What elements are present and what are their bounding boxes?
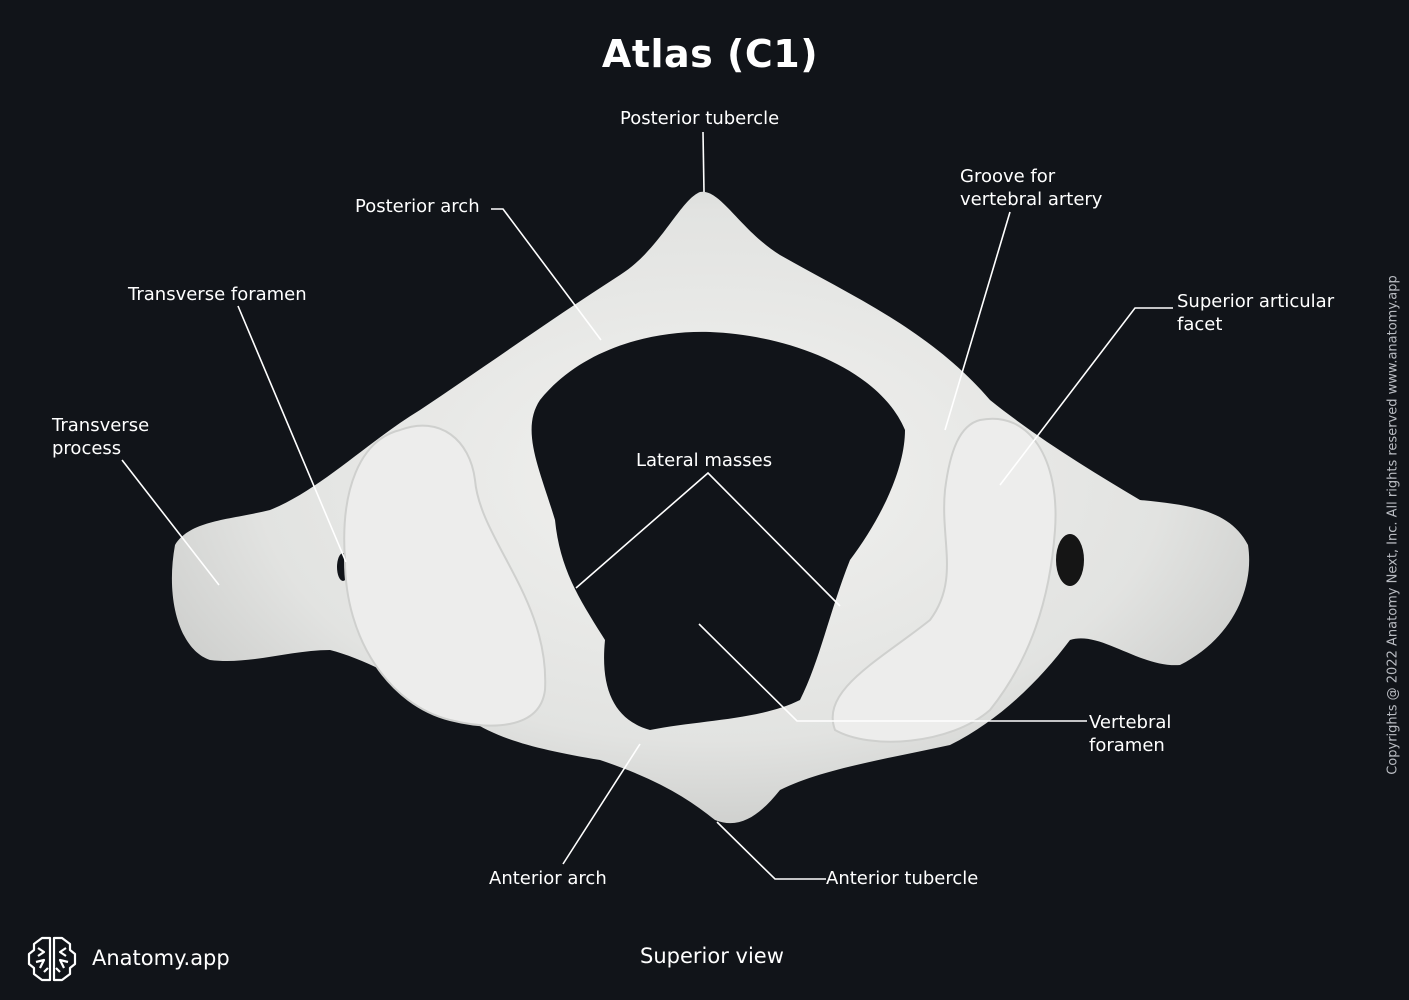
copyright-notice: Copyrights @ 2022 Anatomy Next, Inc. All… bbox=[1385, 275, 1401, 775]
label-anterior-arch: Anterior arch bbox=[489, 868, 607, 889]
brand-logo[interactable]: Anatomy.app bbox=[26, 934, 230, 982]
leader-lines bbox=[121, 131, 1173, 880]
label-vertebral-foramen: Vertebral foramen bbox=[1089, 712, 1172, 756]
label-superior-articular-facet: Superior articular facet bbox=[1177, 291, 1335, 335]
label-posterior-arch: Posterior arch bbox=[355, 196, 480, 217]
label-groove-vertebral-artery: Groove for vertebral artery bbox=[960, 166, 1103, 210]
brand-name: Anatomy.app bbox=[92, 946, 230, 970]
diagram-title: Atlas (C1) bbox=[601, 32, 819, 76]
label-anterior-tubercle: Anterior tubercle bbox=[826, 868, 979, 889]
label-transverse-process: Transverse process bbox=[52, 415, 150, 459]
label-transverse-foramen: Transverse foramen bbox=[128, 284, 307, 305]
label-lateral-masses: Lateral masses bbox=[636, 450, 773, 471]
atlas-bone bbox=[171, 191, 1250, 824]
brain-icon bbox=[27, 936, 77, 982]
label-posterior-tubercle: Posterior tubercle bbox=[620, 108, 780, 129]
view-caption: Superior view bbox=[640, 944, 784, 968]
